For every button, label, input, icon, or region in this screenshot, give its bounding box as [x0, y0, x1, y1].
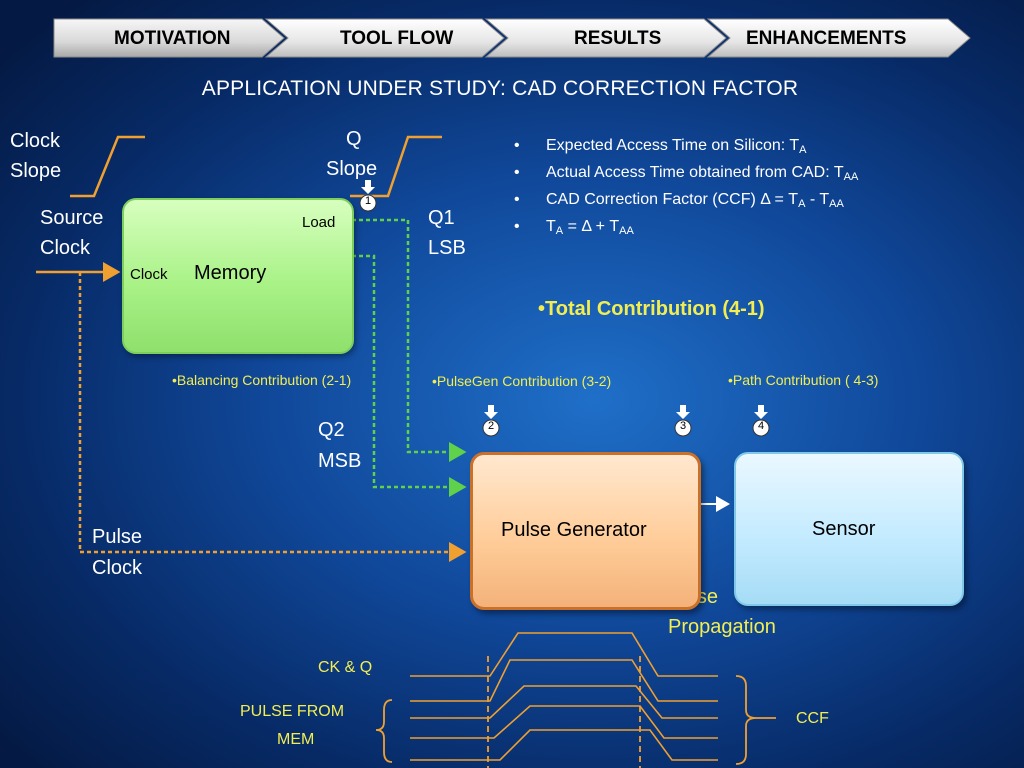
pulse-generator-block: Pulse Generator — [470, 452, 701, 610]
q2-label: Q2 — [318, 419, 345, 441]
memory-block: Memory Load Clock — [122, 198, 354, 354]
marker-3: 3 — [674, 405, 692, 437]
lsb-label: LSB — [428, 237, 466, 259]
marker-3-num: 3 — [679, 420, 687, 432]
path-contribution: •Path Contribution ( 4-3) — [728, 372, 879, 388]
clock-slope-label-1: Clock — [10, 130, 61, 152]
source-clock-label-2: Clock — [40, 237, 91, 259]
nav-arrows — [53, 18, 971, 58]
memory-label: Memory — [194, 262, 267, 284]
tab-tool-flow[interactable]: TOOL FLOW — [340, 28, 454, 49]
balancing-contribution: •Balancing Contribution (2-1) — [172, 372, 352, 388]
pulse-clock-wire — [78, 272, 467, 562]
nav-bar: MOTIVATION TOOL FLOW RESULTS ENHANCEMENT… — [52, 17, 972, 59]
slide-title: APPLICATION UNDER STUDY: CAD CORRECTION … — [201, 77, 799, 100]
pulse-from-mem-label-2: MEM — [277, 731, 315, 748]
memory-clock-port: Clock — [130, 266, 168, 283]
q-slope-label-2: Slope — [326, 158, 378, 180]
msb-label: MSB — [318, 450, 362, 472]
clock-slope-label-2: Slope — [10, 160, 62, 182]
timing-waveforms — [410, 632, 718, 761]
pulse-clock-label-2: Clock — [92, 557, 143, 579]
tab-results[interactable]: RESULTS — [574, 28, 662, 49]
marker-1: 1 — [359, 180, 377, 212]
sensor-label: Sensor — [812, 518, 876, 540]
pulse-propagation-label-2: Propagation — [668, 616, 776, 638]
q-slope-label-1: Q — [346, 128, 362, 150]
ccf-label: CCF — [796, 710, 829, 727]
sensor-block: Sensor — [734, 452, 964, 606]
total-contribution: •Total Contribution (4-1) — [538, 298, 765, 320]
pulse-from-mem-label-1: PULSE FROM — [240, 703, 345, 720]
clock-slope-wave — [70, 135, 145, 198]
tab-motivation[interactable]: MOTIVATION — [114, 28, 231, 49]
marker-4: 4 — [752, 405, 770, 437]
ck-q-label: CK & Q — [318, 659, 373, 676]
pulse-clock-label-1: Pulse — [92, 526, 143, 548]
memory-load-port: Load — [302, 214, 336, 231]
marker-2-num: 2 — [487, 420, 495, 432]
ccf-brace — [735, 675, 776, 765]
marker-1-num: 1 — [364, 195, 372, 207]
marker-4-num: 4 — [757, 420, 765, 432]
tab-enhancements[interactable]: ENHANCEMENTS — [746, 28, 907, 49]
pulse-mem-brace — [375, 699, 393, 763]
pulsegen-contribution: •PulseGen Contribution (3-2) — [432, 373, 612, 389]
q1-label: Q1 — [428, 207, 455, 229]
q1-lsb-wire — [352, 218, 467, 462]
source-clock-label-1: Source — [40, 207, 104, 229]
marker-2: 2 — [482, 405, 500, 437]
q2-msb-wire — [352, 254, 467, 497]
pulse-generator-label: Pulse Generator — [501, 519, 647, 541]
